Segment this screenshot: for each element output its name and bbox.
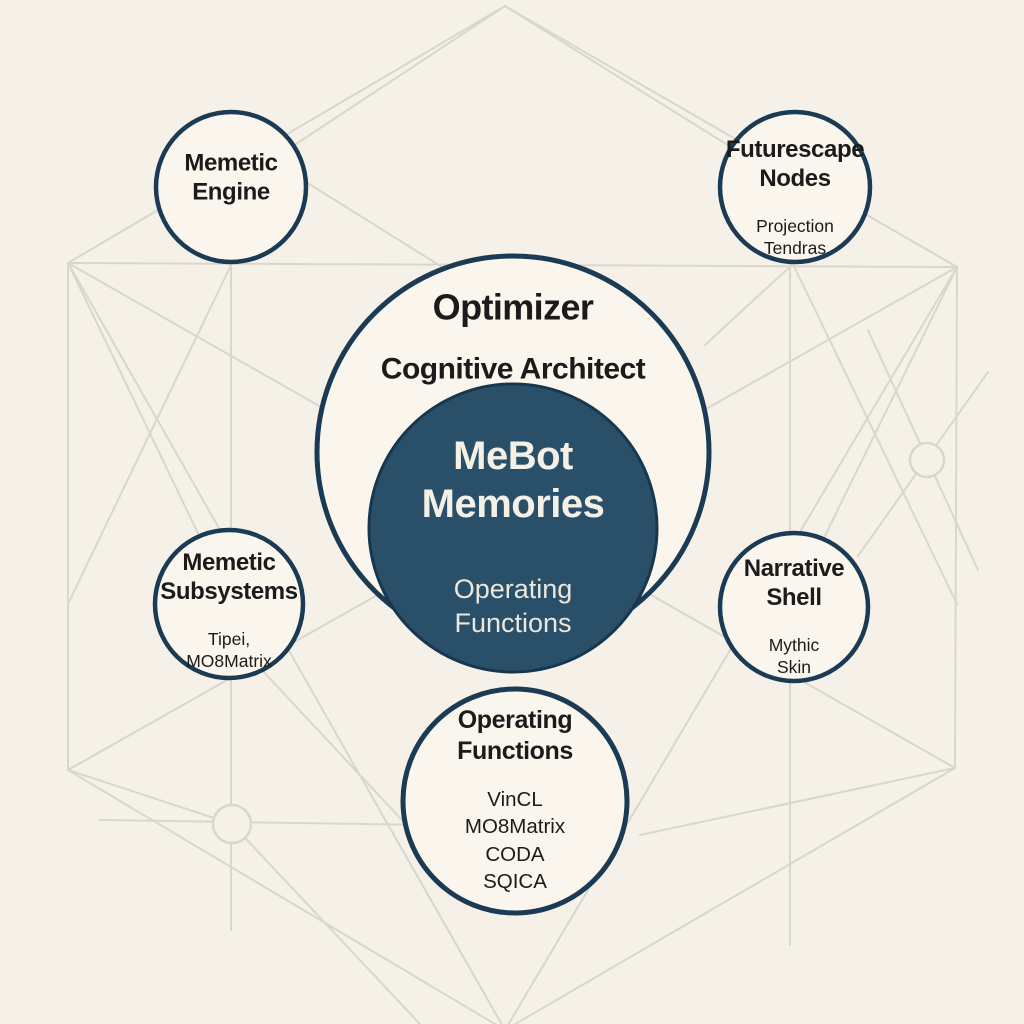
narrative-shell-circle: [717, 530, 871, 684]
futurescape-nodes-title: Futurescape Nodes: [725, 136, 865, 193]
central-core-circle: [367, 382, 659, 674]
narrative-shell-title: Narrative Shell: [743, 555, 845, 612]
futurescape-nodes-subtitle: Projection Tendras: [756, 215, 834, 258]
memetic-subsystems-title: Memetic Subsystems: [160, 549, 298, 606]
wireframe-node-right: [908, 441, 946, 479]
central-core-labels: MeBot Memories Operating Functions: [422, 414, 605, 659]
memetic-subsystems-subtitle: Tipei, MO8Matrix: [186, 628, 272, 671]
memetic-engine-title: Memetic Engine: [184, 149, 278, 206]
central-title: Optimizer: [432, 286, 594, 328]
operating-functions-node: Operating Functions VinCL MO8Matrix CODA…: [457, 687, 573, 913]
futurescape-nodes-node: Futurescape Nodes Projection Tendras: [725, 117, 865, 277]
narrative-shell-subtitle: Mythic Skin: [768, 634, 820, 677]
central-subtitle: Cognitive Architect: [380, 352, 646, 386]
memetic-subsystems-node: Memetic Subsystems Tipei, MO8Matrix: [160, 530, 298, 690]
core-subtitle: Operating Functions: [453, 573, 573, 638]
wireframe-node-left: [211, 803, 253, 845]
memetic-engine-circle: [153, 109, 309, 265]
operating-functions-subtitle: VinCL MO8Matrix CODA SQICA: [464, 788, 566, 893]
memetic-subsystems-circle: [152, 527, 306, 681]
narrative-shell-node: Narrative Shell Mythic Skin: [743, 536, 845, 696]
operating-functions-circle: [400, 686, 630, 916]
operating-functions-title: Operating Functions: [457, 706, 573, 765]
central-outer-labels: Optimizer Cognitive Architect: [380, 268, 646, 405]
core-title: MeBot Memories: [421, 433, 605, 526]
memetic-engine-node: Memetic Engine: [184, 131, 278, 244]
futurescape-nodes-circle: [717, 109, 873, 265]
